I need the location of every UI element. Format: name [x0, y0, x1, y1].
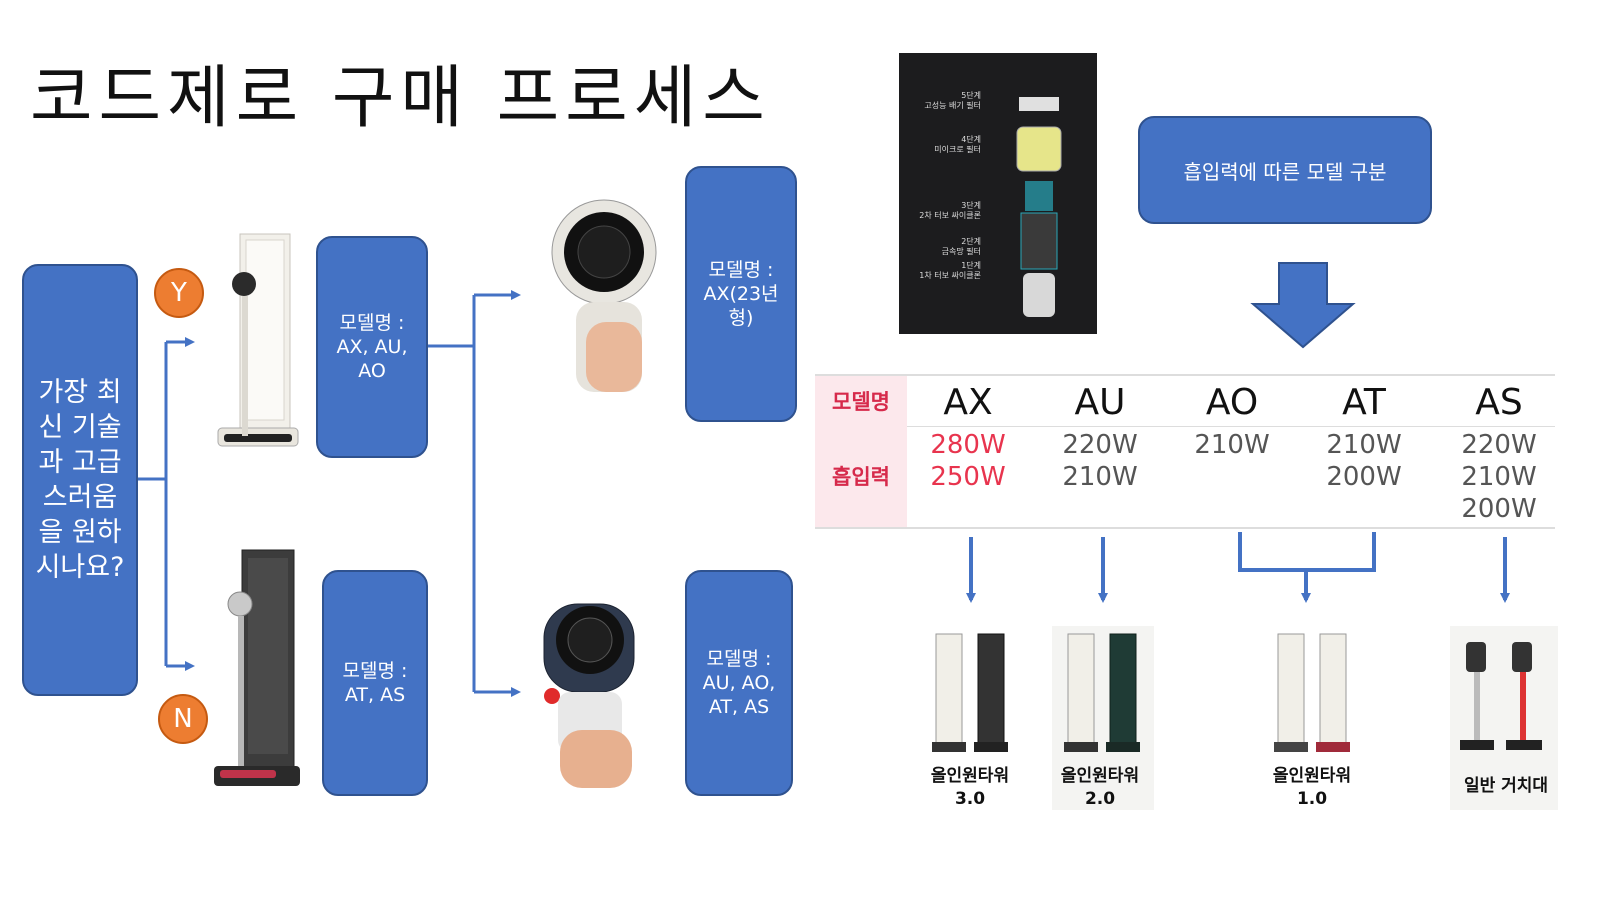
product-tower-2-version: 2.0 [1084, 789, 1116, 809]
tower-vacuum-white-image [217, 233, 299, 447]
col-header-ao: AO [1205, 382, 1259, 423]
cell-as-value-3: 200W [1461, 494, 1537, 524]
filter-stage-4-desc: 미이크로 필터 [934, 145, 981, 154]
filter-cutaway-image [1016, 97, 1062, 317]
no-models-text: 모델명 : AT, AS [342, 660, 408, 706]
product-label-stand: 일반 거치대 [1452, 775, 1560, 798]
premium-models-text: 모델명 : AX(23년형) [703, 259, 779, 329]
cell-ax-value-1: 280W [930, 430, 1006, 460]
filter-stage-3-desc: 2차 터보 싸이클론 [919, 211, 981, 220]
suction-table-row: 흡입력 280W 250W 220W 210W 210W 210W 200W 2… [815, 425, 1555, 529]
filter-stage-4-name: 4단계 [961, 135, 981, 144]
tower-vacuum-dark-image [214, 549, 300, 786]
no-label: N [173, 704, 193, 734]
cell-as-value-2: 210W [1461, 462, 1537, 492]
cell-au: 220W 210W [1040, 429, 1160, 493]
cell-au-value-2: 210W [1062, 462, 1138, 492]
suction-classification-text: 흡입력에 따른 모델 구분 [1183, 159, 1387, 184]
product-tower-1-name: 올인원타워 [1272, 766, 1352, 786]
cell-as-value-1: 220W [1461, 430, 1537, 460]
question-box: 가장 최신 기술과 고급스러움을 원하시나요? [22, 264, 138, 696]
col-header-au: AU [1074, 382, 1126, 423]
cell-as: 220W 210W 200W [1439, 429, 1559, 525]
cell-at: 210W 200W [1304, 429, 1424, 493]
yes-label: Y [171, 278, 187, 308]
no-badge: N [158, 694, 208, 744]
product-tower-2-name: 올인원타워 [1060, 766, 1140, 786]
premium-models-box: 모델명 : AX(23년형) [685, 166, 797, 422]
filter-stage-2-desc: 금속망 필터 [941, 247, 981, 256]
model-header-label: 모델명 [815, 376, 907, 426]
cell-at-value-1: 210W [1326, 430, 1402, 460]
product-tower-3-image [932, 633, 1008, 752]
col-header-ax: AX [943, 382, 993, 423]
page-title: 코드제로 구매 프로세스 [30, 59, 771, 138]
yes-models-text: 모델명 : AX, AU, AO [336, 312, 408, 382]
product-tower-3-name: 올인원타워 [930, 766, 1010, 786]
filter-stage-1-name: 1단계 [961, 261, 981, 270]
cell-ax-value-2: 250W [930, 462, 1006, 492]
filter-stage-1-desc: 1차 터보 싸이클론 [919, 271, 981, 280]
suction-row-label: 흡입력 [815, 425, 907, 527]
no-models-box: 모델명 : AT, AS [322, 570, 428, 796]
cell-at-value-2: 200W [1326, 462, 1402, 492]
product-tower-2-image [1064, 633, 1140, 752]
product-tower-1-version: 1.0 [1296, 789, 1328, 809]
product-stand-image [1460, 642, 1542, 750]
product-tower-1-image [1274, 633, 1350, 752]
standard-models-text: 모델명 : AU, AO, AT, AS [702, 648, 776, 718]
yes-models-box: 모델명 : AX, AU, AO [316, 236, 428, 458]
cell-ao-value-1: 210W [1194, 430, 1270, 460]
col-header-as: AS [1475, 382, 1523, 423]
suction-table-header: 모델명 AX AU AO AT AS [815, 374, 1555, 427]
product-label-tower-3: 올인원타워 3.0 [920, 765, 1020, 811]
suction-classification-box: 흡입력에 따른 모델 구분 [1138, 116, 1432, 224]
cell-au-value-1: 220W [1062, 430, 1138, 460]
filter-stage-2-name: 2단계 [961, 237, 981, 246]
handheld-vacuum-dark-image [543, 603, 635, 788]
product-label-tower-2: 올인원타워 2.0 [1050, 765, 1150, 811]
filter-stage-5-name: 5단계 [961, 91, 981, 100]
question-text: 가장 최신 기술과 고급스러움을 원하시나요? [35, 377, 125, 583]
cell-ax: 280W 250W [908, 429, 1028, 493]
cell-ao: 210W [1172, 429, 1292, 461]
col-header-at: AT [1342, 382, 1386, 423]
product-label-tower-1: 올인원타워 1.0 [1262, 765, 1362, 811]
yes-badge: Y [154, 268, 204, 318]
product-stand-name: 일반 거치대 [1463, 776, 1549, 796]
product-tower-3-version: 3.0 [954, 789, 986, 809]
standard-models-box: 모델명 : AU, AO, AT, AS [685, 570, 793, 796]
filter-stage-3-name: 3단계 [961, 201, 981, 210]
handheld-vacuum-white-image [551, 199, 657, 392]
filter-stage-5-desc: 고성능 배기 필터 [924, 101, 981, 110]
